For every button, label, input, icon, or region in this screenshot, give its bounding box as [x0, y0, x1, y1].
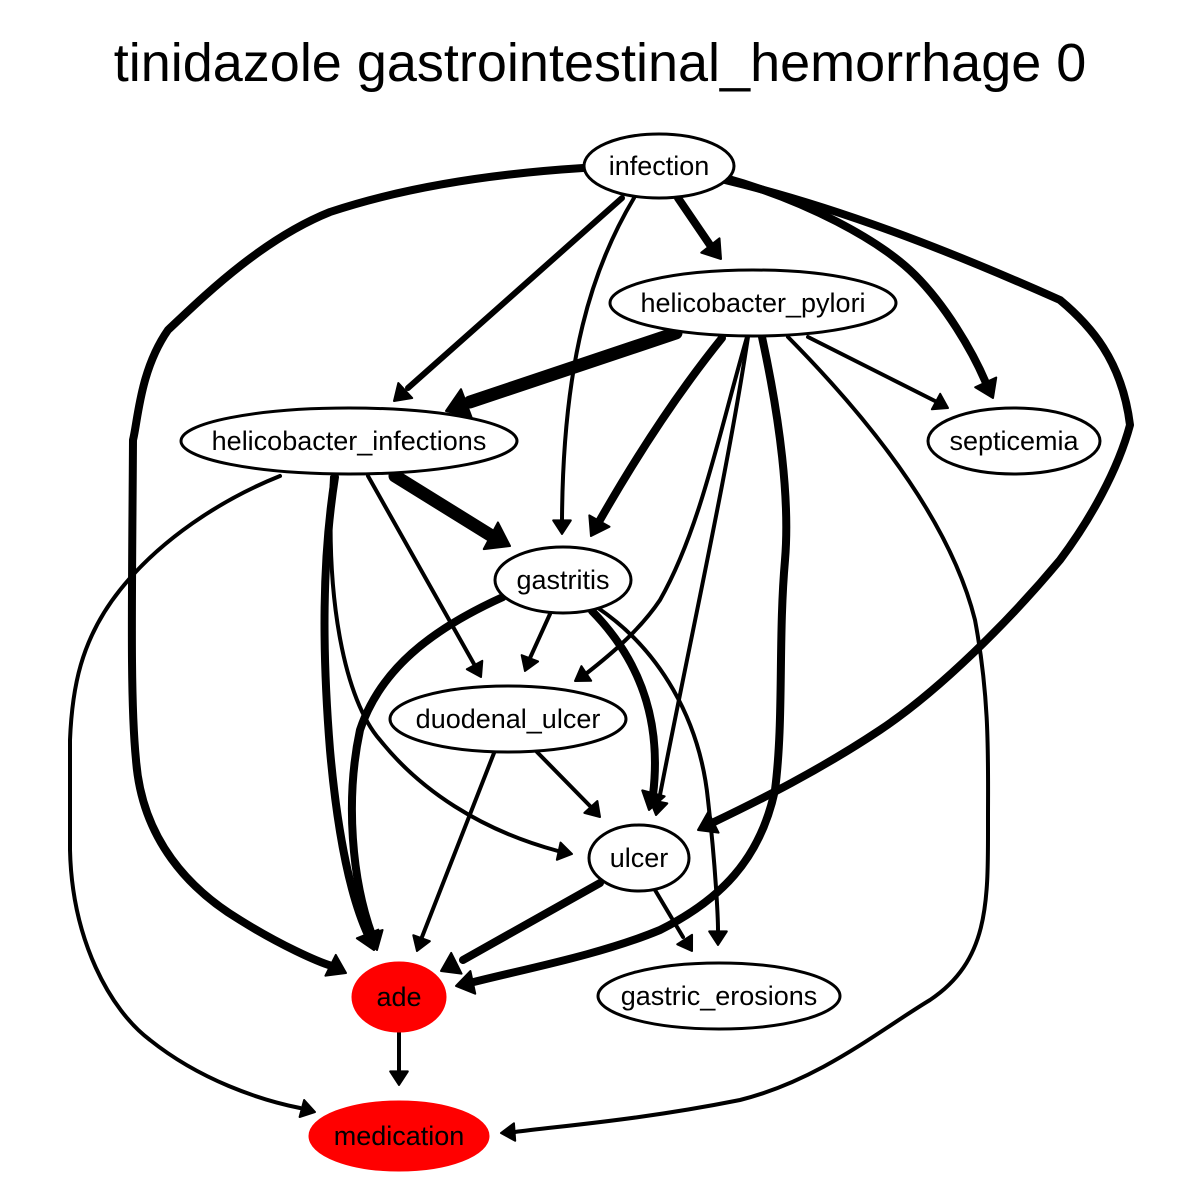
edge-helicobacter-pylori-to-ade-arrowhead: [455, 970, 477, 995]
edge-helicobacter-pylori-to-duodenal-ulcer: [585, 335, 749, 675]
node-gastric-erosions-ellipse: [596, 961, 842, 1031]
edge-ade-to-medication-arrowhead: [389, 1070, 409, 1086]
node-septicemia-label: septicemia: [949, 426, 1079, 456]
edge-helicobacter-pylori-to-medication: [513, 335, 991, 1134]
edge-gastritis-to-gastric-erosions-arrowhead: [708, 930, 728, 946]
node-gastritis-ellipse: [493, 545, 633, 615]
edge-infection-to-helicobacter-pylori-arrowhead: [700, 237, 722, 260]
edge-helicobacter-pylori-to-helicobacter-infections-arrowhead: [445, 388, 473, 419]
node-ulcer-label: ulcer: [610, 843, 669, 873]
edge-infection-to-helicobacter-infections: [405, 195, 625, 391]
edge-helicobacter-infections-to-gastritis: [388, 469, 502, 545]
edge-gastritis-to-ade: [347, 593, 507, 939]
node-infection-ellipse: [582, 132, 736, 200]
node-gastritis-label: gastritis: [516, 565, 609, 595]
edge-gastritis-to-duodenal-ulcer: [528, 612, 552, 660]
page-title: tinidazole gastrointestinal_hemorrhage 0: [113, 33, 1087, 93]
edge-helicobacter-infections-to-medication-arrowhead: [298, 1098, 316, 1118]
node-helicobacter-pylori: helicobacter_pylori: [608, 268, 898, 338]
edge-gastritis-to-ulcer-arrowhead: [641, 789, 666, 811]
edge-helicobacter-pylori-to-gastritis: [596, 334, 726, 524]
edge-helicobacter-pylori-to-medication-arrowhead: [500, 1122, 517, 1142]
node-helicobacter-infections: helicobacter_infections: [179, 406, 519, 476]
node-helicobacter-pylori-ellipse: [608, 268, 898, 338]
node-ade-label: ade: [376, 982, 421, 1012]
edge-infection-to-ulcer-arrowhead: [697, 810, 720, 834]
node-infection: infection: [582, 132, 736, 200]
edge-ulcer-to-gastric-erosions-arrowhead: [676, 933, 694, 952]
node-medication-ellipse: [308, 1100, 490, 1172]
edge-helicobacter-pylori-to-gastritis-arrowhead: [588, 514, 611, 537]
node-ulcer-ellipse: [587, 823, 691, 893]
edge-helicobacter-pylori-to-septicemia: [806, 335, 937, 403]
node-septicemia-ellipse: [926, 406, 1102, 476]
edge-helicobacter-infections-to-duodenal-ulcer: [366, 474, 476, 666]
edge-infection-to-septicemia-arrowhead: [974, 376, 998, 399]
node-gastric-erosions: gastric_erosions: [596, 961, 842, 1031]
edge-duodenal-ulcer-to-ulcer-arrowhead: [583, 800, 601, 818]
edge-gastritis-to-ulcer: [588, 607, 659, 799]
edge-infection-to-gastritis-arrowhead: [552, 519, 572, 535]
edge-helicobacter-infections-to-duodenal-ulcer-arrowhead: [465, 659, 484, 678]
edge-helicobacter-infections-to-ulcer-arrowhead: [555, 841, 573, 861]
edge-helicobacter-pylori-to-septicemia-arrowhead: [930, 392, 949, 411]
edge-ulcer-to-ade: [459, 879, 604, 964]
node-medication: medication: [308, 1100, 490, 1172]
edge-helicobacter-pylori-to-ade: [466, 333, 791, 987]
node-helicobacter-infections-ellipse: [179, 406, 519, 476]
edge-infection-to-ade: [127, 164, 587, 970]
node-helicobacter-infections-label: helicobacter_infections: [212, 426, 487, 456]
edge-gastritis-to-ade-arrowhead: [359, 929, 384, 951]
edge-helicobacter-pylori-to-helicobacter-infections: [463, 326, 683, 409]
edge-gastritis-to-gastric-erosions: [596, 606, 720, 932]
edge-infection-to-helicobacter-pylori: [674, 194, 714, 249]
node-duodenal-ulcer-ellipse: [388, 684, 628, 754]
node-ade-ellipse: [351, 961, 447, 1033]
node-infection-label: infection: [609, 151, 710, 181]
node-ulcer: ulcer: [587, 823, 691, 893]
edge-infection-to-gastritis: [560, 196, 636, 522]
edge-helicobacter-infections-to-ulcer: [328, 475, 560, 853]
edge-helicobacter-infections-to-medication: [68, 474, 302, 1110]
edge-gastritis-to-duodenal-ulcer-arrowhead: [520, 654, 540, 672]
edge-infection-to-ade-arrowhead: [324, 953, 347, 977]
edge-helicobacter-pylori-to-ulcer: [657, 335, 750, 802]
edge-helicobacter-infections-to-gastritis-arrowhead: [482, 521, 511, 551]
edges-layer: [68, 164, 1134, 1142]
nodes-layer: infection helicobacter_pylori helicobacter…: [179, 132, 1102, 1172]
node-duodenal-ulcer-label: duodenal_ulcer: [416, 704, 601, 734]
edge-ulcer-to-ade-arrowhead: [440, 951, 463, 975]
node-gastric-erosions-label: gastric_erosions: [621, 981, 818, 1011]
node-helicobacter-pylori-label: helicobacter_pylori: [640, 288, 865, 318]
node-duodenal-ulcer: duodenal_ulcer: [388, 684, 628, 754]
edge-duodenal-ulcer-to-ade: [420, 751, 496, 939]
edge-ulcer-to-gastric-erosions: [653, 888, 685, 939]
node-medication-label: medication: [334, 1121, 465, 1151]
node-gastritis: gastritis: [493, 545, 633, 615]
edge-infection-to-ulcer: [708, 176, 1134, 827]
edge-infection-to-helicobacter-infections-arrowhead: [393, 382, 414, 402]
edge-helicobacter-pylori-to-duodenal-ulcer-arrowhead: [574, 665, 593, 682]
edge-duodenal-ulcer-to-ulcer: [535, 750, 592, 808]
edge-helicobacter-infections-to-ade: [320, 473, 372, 939]
node-ade: ade: [351, 961, 447, 1033]
edge-duodenal-ulcer-to-ade-arrowhead: [412, 934, 431, 952]
node-septicemia: septicemia: [926, 406, 1102, 476]
